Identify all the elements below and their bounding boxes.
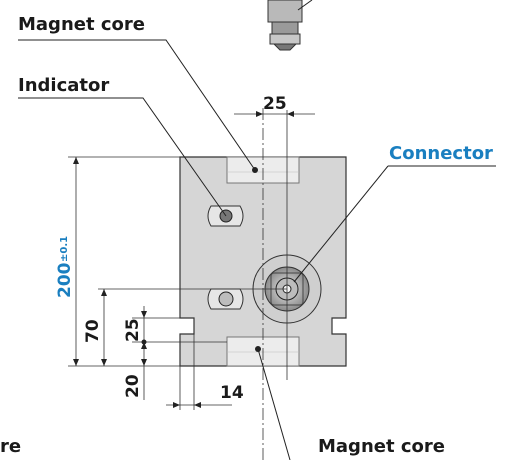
- dim-20: 20: [123, 374, 143, 398]
- dim-200: 200: [55, 262, 75, 298]
- probe-head: [267, 0, 313, 51]
- dim-25-side: 25: [123, 318, 143, 342]
- mounting-slot: [207, 288, 244, 310]
- magnet-core-top-label: Magnet core: [18, 14, 145, 35]
- indicator-label: Indicator: [18, 75, 109, 96]
- dim-70: 70: [83, 319, 103, 343]
- dim-25-top: 25: [263, 94, 287, 114]
- magnet-core-bottom-label: Magnet core: [318, 436, 445, 457]
- cutoff-label: re: [0, 436, 21, 457]
- dim-200-tolerance: ±0.1: [59, 236, 70, 262]
- dim-14: 14: [220, 383, 244, 403]
- connector-label: Connector: [389, 143, 493, 164]
